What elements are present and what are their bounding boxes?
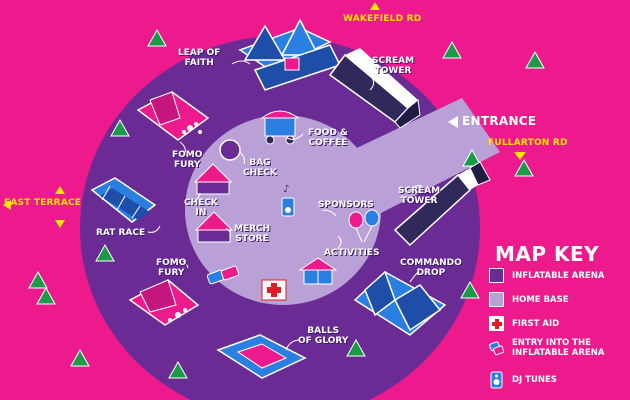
arrow-down-icon [55, 220, 65, 228]
carousel-icon [298, 257, 338, 285]
leap-of-faith-inflatable [238, 18, 342, 91]
key-item-home-base: HOME BASE [489, 292, 569, 307]
tree-icon [110, 118, 130, 137]
home-base-swatch [489, 292, 504, 307]
key-item-inflatable-arena: INFLATABLE ARENA [489, 268, 604, 283]
tree-icons [28, 28, 545, 379]
tree-icon [525, 50, 545, 69]
east-terrace-label: EAST TERRACE [4, 198, 82, 208]
speaker-icon: ♪ [281, 184, 295, 217]
key-item-first-aid: FIRST AID [489, 316, 559, 331]
key-item-entry: ENTRY INTO THE INFLATABLE ARENA [489, 338, 604, 358]
tree-icon [442, 40, 462, 59]
tree-icon [168, 360, 188, 379]
scream-tower-right-inflatable [393, 161, 491, 247]
map-key-title: MAP KEY [495, 242, 600, 266]
bag-check-stand [219, 139, 241, 161]
svg-text:♪: ♪ [283, 184, 289, 195]
tree-icon [514, 158, 534, 177]
merch-store-tent [194, 211, 234, 243]
wristband-icon [206, 265, 240, 285]
tree-icon [36, 286, 56, 305]
key-item-dj-tunes: DJ TUNES [489, 370, 557, 390]
wristband-icon [489, 341, 504, 356]
entrance-label: ENTRANCE [462, 114, 537, 128]
first-aid-icon [261, 279, 287, 301]
tree-icon [28, 270, 48, 289]
food-coffee-stall [260, 110, 300, 145]
arrow-up-icon [55, 186, 65, 194]
arrow-left-icon [3, 200, 11, 210]
food-coffee-label: FOOD &COFFEE [308, 128, 348, 148]
check-in-tent [193, 163, 233, 195]
first-aid-icon [489, 316, 504, 331]
entrance-arrow-icon [448, 116, 458, 128]
tree-icon [346, 338, 366, 357]
wakefield-road-label: WAKEFIELD RD [343, 14, 422, 24]
balls-of-glory-inflatable [216, 334, 307, 379]
commando-drop-inflatable [353, 270, 447, 336]
rat-race-inflatable [90, 177, 157, 223]
tree-icon [462, 148, 482, 167]
tree-icon [70, 348, 90, 367]
arrow-down-icon [514, 152, 526, 160]
sponsors-label: SPONSORS [318, 200, 374, 210]
fullarton-road-label: FULLARTON RD [488, 138, 568, 148]
road-arrows [3, 2, 526, 228]
tree-icon [460, 280, 480, 299]
label-pointers [147, 60, 423, 351]
tree-icon [147, 28, 167, 47]
fomo-fury-bottom-inflatable [128, 279, 200, 326]
activities-label: ACTIVITIES [324, 248, 380, 258]
arrow-up-icon [370, 2, 380, 10]
speaker-icon [490, 371, 503, 389]
rat-race-label: RAT RACE [96, 228, 146, 238]
scream-tower-top-inflatable [328, 48, 421, 129]
tree-icon [95, 243, 115, 262]
fomo-fury-top-inflatable [136, 91, 210, 141]
inflatable-arena-swatch [489, 268, 504, 283]
balloons-icon [348, 209, 380, 243]
